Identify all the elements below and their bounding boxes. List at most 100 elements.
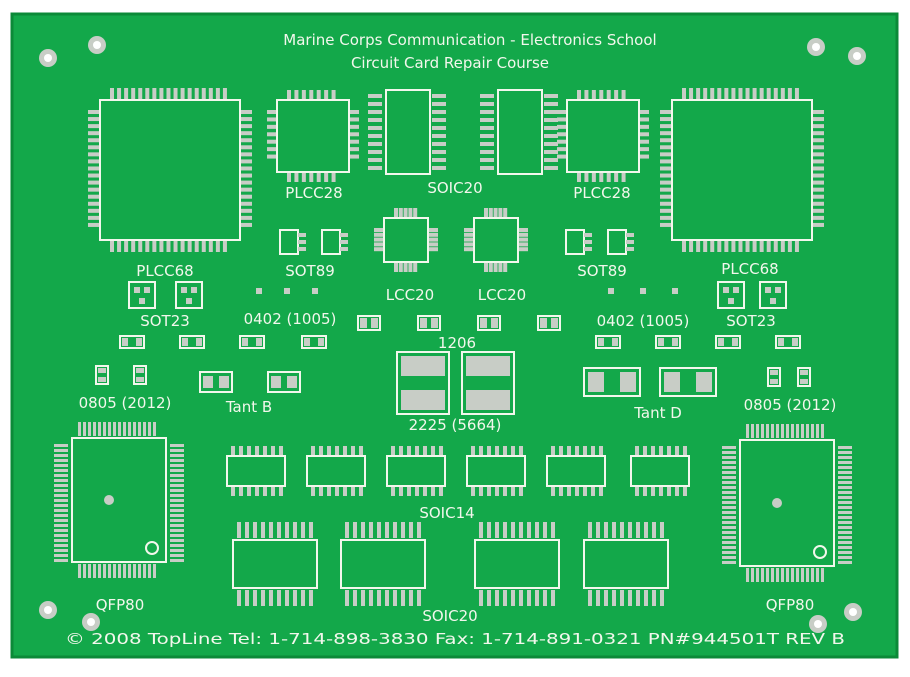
plcc28-right-pad — [621, 90, 626, 100]
qfp80-right-pad — [722, 546, 736, 549]
qfp80-left-pad — [143, 422, 146, 436]
qfp80-right-pad — [722, 446, 736, 449]
plcc68-right-pad — [812, 145, 824, 150]
soic20-bottom-pad — [301, 522, 305, 538]
soic20-bottom-pad — [620, 590, 624, 606]
plcc68-right-outline — [671, 99, 813, 241]
plcc28-right-pad — [591, 172, 596, 182]
soic14-pad — [667, 446, 671, 456]
soic20-bottom-pad — [401, 522, 405, 538]
qfp80-right-pad — [838, 546, 852, 549]
qfp80-left-pad — [170, 499, 184, 502]
chip-1206-pad — [480, 318, 487, 328]
soic20-top-pad — [432, 158, 446, 162]
qfp80-left-pad — [170, 454, 184, 457]
soic14-pad — [431, 446, 435, 456]
small-chip-pad — [732, 338, 738, 346]
lcc20-right-pad — [484, 262, 488, 272]
plcc68-left-pad — [240, 124, 252, 129]
soic14-pad — [359, 486, 363, 496]
lcc20-left-pad — [428, 237, 438, 242]
qfp80-right-pad — [838, 541, 852, 544]
pad-0402 — [640, 288, 646, 294]
soic20-bottom-pad — [293, 522, 297, 538]
soic20-bottom-pad — [293, 590, 297, 606]
qfp80-right-pad — [722, 451, 736, 454]
soic14-pad — [423, 486, 427, 496]
label-0402-right: 0402 (1005) — [597, 312, 690, 330]
plcc68-right-pad — [731, 240, 736, 252]
tant-d-pad — [696, 372, 712, 392]
plcc68-right-pad — [752, 88, 757, 100]
label-sot89-right: SOT89 — [577, 262, 627, 280]
qfp80-left-pad — [108, 564, 111, 578]
label-sot89-left: SOT89 — [285, 262, 335, 280]
soic20-bottom-pad — [285, 590, 289, 606]
qfp80-left-pad — [83, 564, 86, 578]
qfp80-left-pad — [98, 422, 101, 436]
plcc68-left-pad — [187, 88, 192, 100]
soic20-bottom-pad — [487, 590, 491, 606]
soic14-pad — [423, 446, 427, 456]
lcc20-left-pad — [413, 262, 418, 272]
soic14-outline — [466, 455, 526, 487]
soic20-bottom-pad — [261, 522, 265, 538]
chip-0805-pad — [770, 379, 778, 384]
soic14-pad — [635, 486, 639, 496]
soic20-bottom-pad — [301, 590, 305, 606]
qfp80-right-pad — [722, 511, 736, 514]
soic20-top-pad — [368, 134, 382, 138]
plcc68-right-pad — [787, 240, 792, 252]
label-0805-right: 0805 (2012) — [744, 396, 837, 414]
sot23-pad — [770, 298, 776, 304]
qfp80-right-pad — [838, 521, 852, 524]
soic20-bottom-pad — [479, 590, 483, 606]
soic20-top-pad — [432, 102, 446, 106]
plcc68-left-pad — [180, 240, 185, 252]
plcc68-right-pad — [710, 88, 715, 100]
soic14-pad — [351, 446, 355, 456]
qfp80-right-pad — [838, 491, 852, 494]
soic14-pad — [431, 486, 435, 496]
chip-1206-pad — [551, 318, 558, 328]
soic20-bottom-pad — [588, 590, 592, 606]
plcc28-left-pad — [294, 172, 299, 182]
chip-0805-pad — [770, 370, 778, 375]
plcc68-right-pad — [696, 88, 701, 100]
qfp80-left-pad — [54, 464, 68, 467]
label-qfp80-right: QFP80 — [766, 596, 815, 614]
sot23-pad — [186, 298, 192, 304]
soic20-bottom-pad — [253, 522, 257, 538]
plcc28-right-pad — [557, 154, 567, 159]
plcc68-right-pad — [731, 88, 736, 100]
plcc68-left-pad — [138, 240, 143, 252]
soic20-top-pad — [480, 158, 494, 162]
lcc20-right-pad — [518, 247, 528, 252]
soic20-top-pad — [544, 110, 558, 114]
lcc20-right-pad — [518, 242, 528, 247]
small-chip-outline — [239, 335, 265, 349]
qfp80-right-pad — [761, 424, 764, 438]
qfp80-right-pad — [776, 424, 779, 438]
plcc68-right-pad — [759, 240, 764, 252]
small-chip-pad — [612, 338, 618, 346]
qfp80-left-pad — [54, 554, 68, 557]
lcc20-left-pad — [428, 247, 438, 252]
soic20-bottom-pad — [277, 590, 281, 606]
chip-1206-pad — [540, 318, 547, 328]
plcc68-right-pad — [812, 117, 824, 122]
plcc28-left-outline — [276, 99, 350, 173]
soic14-pad — [263, 446, 267, 456]
soic20-bottom-pad — [604, 590, 608, 606]
plcc68-left-pad — [88, 194, 100, 199]
plcc28-left-pad — [309, 90, 314, 100]
plcc28-left-pad — [267, 110, 277, 114]
lcc20-right-pad — [518, 232, 528, 237]
board-title-line2: Circuit Card Repair Course — [351, 54, 549, 72]
soic20-bottom-pad — [487, 522, 491, 538]
qfp80-right-pad — [722, 486, 736, 489]
plcc68-left-pad — [187, 240, 192, 252]
plcc28-left-pad — [301, 90, 306, 100]
lcc20-left-pad — [428, 228, 438, 232]
soic20-bottom-pad — [277, 522, 281, 538]
